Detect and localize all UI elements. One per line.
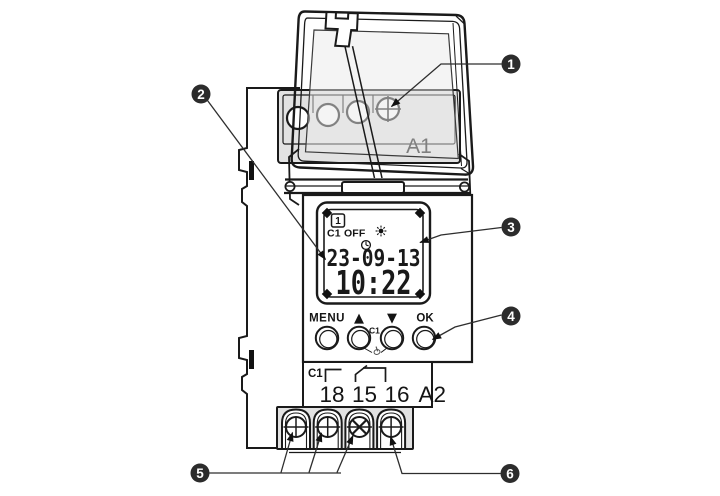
- cover-outer-edge: [290, 10, 475, 176]
- callout-number: 1: [507, 57, 515, 72]
- leader-line-2: [206, 100, 327, 261]
- callout-circle: [501, 306, 521, 326]
- terminal-screw-a2: [376, 408, 407, 448]
- leader-line-5c: [336, 434, 354, 473]
- callout-circle: [190, 463, 210, 483]
- program-slot-box: [330, 213, 346, 228]
- terminal-18: 18: [319, 382, 344, 407]
- cross-out-icon: [351, 418, 368, 436]
- override-link-line: [363, 347, 373, 353]
- body-outline: [238, 87, 300, 449]
- callout-number: 4: [507, 309, 515, 324]
- hinge-tab: [341, 181, 405, 194]
- leader-line-3: [419, 226, 502, 244]
- ok-label: OK: [416, 313, 434, 325]
- ok-button: [411, 325, 437, 351]
- terminal-screw-18: [281, 408, 311, 448]
- program-slot: 1: [335, 216, 341, 227]
- display: 1 C1 OFF 23-09-13 10:22: [315, 201, 432, 305]
- callout-2: 2: [191, 84, 211, 104]
- up-arrow-icon: ▲: [354, 311, 364, 326]
- callout-number: 5: [196, 466, 204, 481]
- callout-circle: [500, 464, 520, 483]
- sun-icon: [375, 225, 387, 237]
- hinge-bar: [284, 178, 470, 195]
- terminal-16: 16: [384, 382, 409, 407]
- channel-terminal-label: C1: [308, 368, 323, 380]
- cover-inner-edge: [297, 17, 468, 169]
- rail-clip-mark: [249, 161, 254, 180]
- callouts: 1 2 3 4 5 6: [190, 54, 521, 483]
- lcd-time: 10:22: [336, 263, 412, 302]
- lcd-date: 23-09-13: [327, 246, 421, 272]
- callout-3: 3: [501, 217, 521, 237]
- cover-latch: [324, 10, 359, 48]
- up-button: [346, 325, 372, 351]
- lcd-content: 1 C1 OFF 23-09-13 10:22: [327, 213, 421, 302]
- cover-open: [284, 10, 475, 207]
- callout-6: 6: [500, 464, 520, 483]
- cover-wall-line: [452, 22, 462, 167]
- callout-4: 4: [501, 306, 521, 326]
- keypad-channel-label: C1: [369, 326, 380, 336]
- callout-1: 1: [501, 54, 521, 74]
- cover-hinge-arm-left: [288, 148, 300, 206]
- leader-line-5b: [308, 432, 323, 473]
- rail-clip-mark: [249, 350, 254, 369]
- channel-status: C1 OFF: [327, 228, 366, 240]
- hinge-pin: [458, 181, 470, 193]
- terminal-hole: [285, 105, 311, 131]
- terminal-a2: A2: [419, 382, 447, 407]
- callout-circle: [501, 217, 521, 237]
- cover-window: [304, 29, 459, 160]
- latch-stem-line: [344, 46, 376, 179]
- latch-stem-line: [351, 46, 383, 179]
- cover-corner-line: [455, 15, 465, 24]
- leader-line-6: [389, 435, 501, 475]
- clock-icon: [360, 239, 372, 251]
- callout-circle: [191, 84, 211, 104]
- menu-label: MENU: [309, 313, 345, 325]
- hand-icon: [373, 346, 381, 355]
- leader-line-5a: [280, 431, 294, 473]
- label-panel: [302, 361, 433, 408]
- leader-line-1: [390, 63, 502, 108]
- override-link-line: [380, 347, 388, 353]
- callout-circle: [501, 54, 521, 74]
- bottom-terminal-block: [276, 406, 414, 454]
- menu-button: [314, 325, 340, 351]
- callout-number: 3: [507, 220, 515, 235]
- terminal-15: 15: [352, 382, 377, 407]
- callout-number: 2: [197, 87, 205, 102]
- leader-lines: [206, 63, 502, 475]
- cover-corner-line: [460, 167, 471, 175]
- leader-line-4: [431, 314, 502, 341]
- down-button: [379, 325, 405, 351]
- callout-5: 5: [190, 463, 210, 483]
- terminal-label-panel: C1 18 15 16 A2: [302, 361, 447, 408]
- callout-number: 6: [506, 466, 514, 481]
- relay-contact-symbol: [324, 364, 387, 382]
- keypad: MENU ▲ ▼ OK C1: [309, 311, 437, 355]
- device-body-profile: [238, 87, 300, 449]
- down-arrow-icon: ▼: [387, 311, 397, 326]
